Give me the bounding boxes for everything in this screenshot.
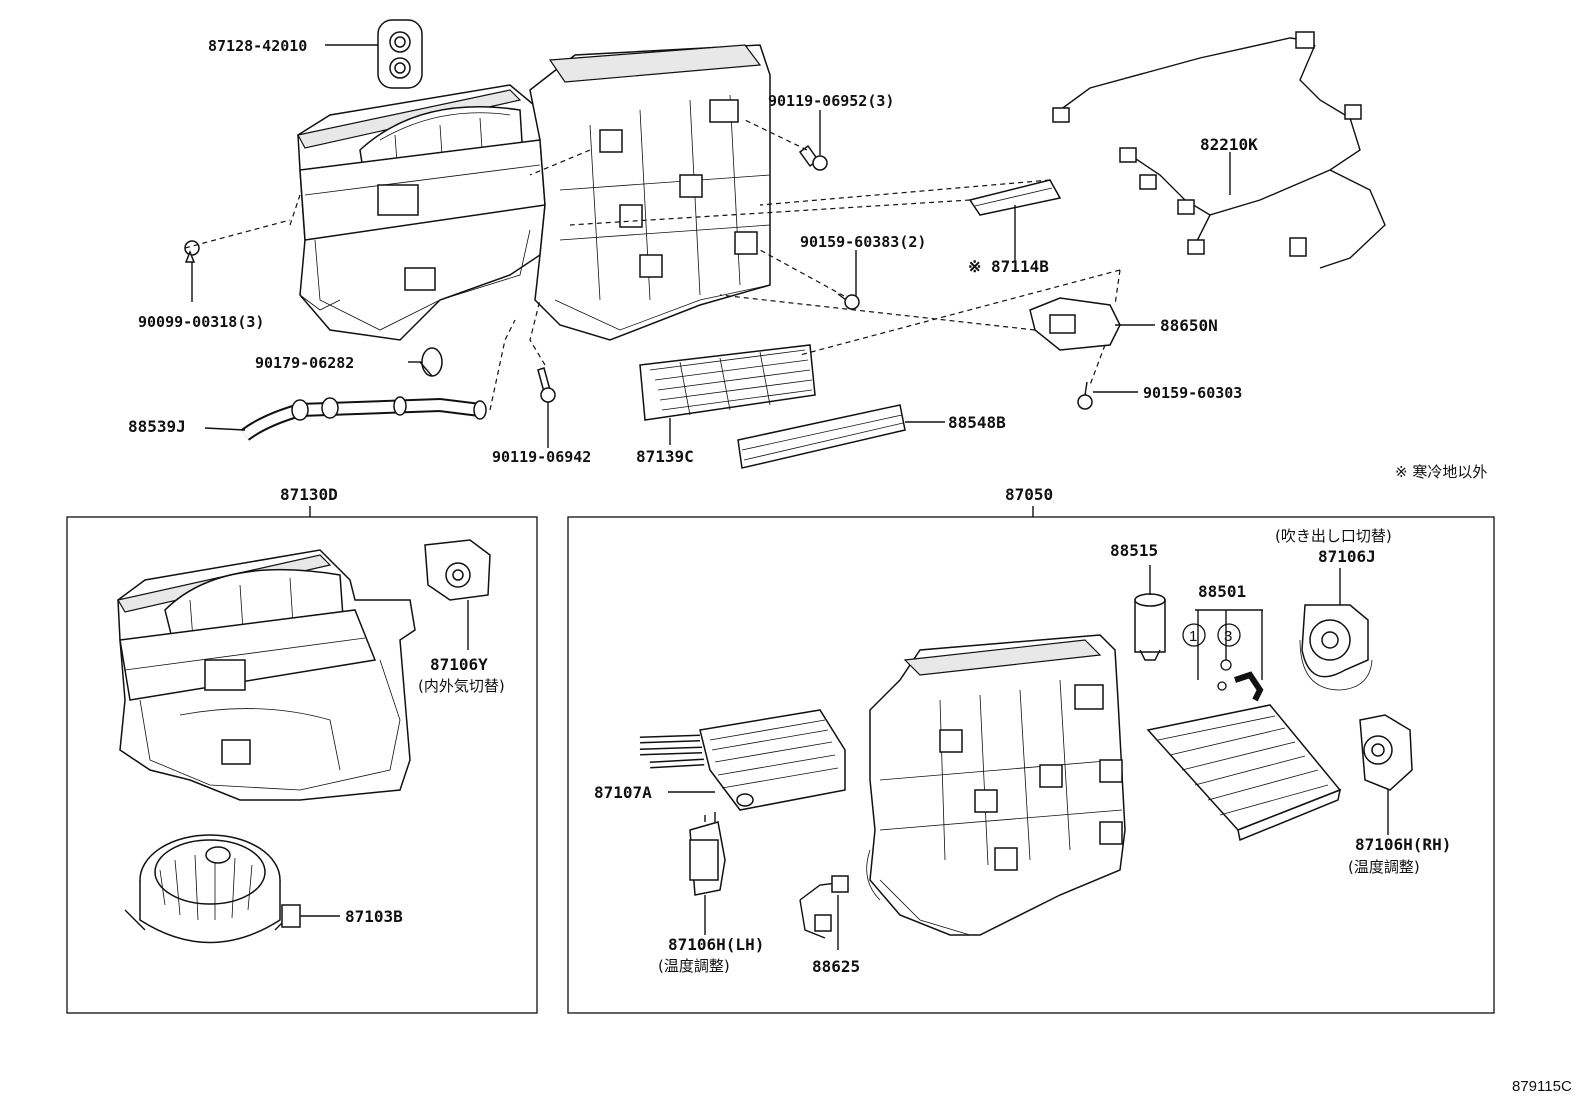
hose-88539J-part[interactable] <box>240 396 487 441</box>
sensor-88625-drawing[interactable] <box>799 875 849 939</box>
label-87130D: 87130D <box>280 485 338 504</box>
note-87106J: (吹き出し口切替) <box>1275 527 1392 545</box>
label-87114B: ※ 87114B <box>968 257 1049 276</box>
screw-90159-60383-part[interactable] <box>837 293 860 310</box>
note-87106H-RH: (温度調整) <box>1348 858 1420 876</box>
seal-87114B-part[interactable] <box>968 179 1062 216</box>
label-87106H-LH: 87106H(LH) <box>668 935 764 954</box>
circle-ref-3-text: 3 <box>1224 628 1232 645</box>
blower-motor-87103B-drawing[interactable] <box>124 834 301 944</box>
label-87139C: 87139C <box>636 447 694 466</box>
label-88650N: 88650N <box>1160 316 1218 335</box>
label-87107A: 87107A <box>594 783 652 802</box>
label-87106Y: 87106Y <box>430 655 488 674</box>
label-90099-00318: 90099-00318(3) <box>138 313 264 331</box>
figure-code: 879115C <box>1512 1078 1572 1095</box>
wire-harness-part[interactable] <box>1052 31 1386 269</box>
clip-90179-part[interactable] <box>421 347 443 377</box>
screw-90159-60303-part[interactable] <box>1077 381 1093 410</box>
circle-ref-3 <box>1217 623 1241 647</box>
blower-housing-top-drawing[interactable] <box>297 84 546 341</box>
note-87106H-LH: (温度調整) <box>658 957 730 975</box>
label-90119-06942: 90119-06942 <box>492 448 591 466</box>
heater-case-top-drawing[interactable] <box>529 44 771 341</box>
label-87106H-RH: 87106H(RH) <box>1355 835 1451 854</box>
circle-ref-1-text: 1 <box>1189 628 1197 645</box>
actuator-87106J-drawing[interactable] <box>1299 604 1373 691</box>
label-88539J: 88539J <box>128 417 186 436</box>
label-88548B: 88548B <box>948 413 1006 432</box>
actuator-87106Y-drawing[interactable] <box>424 539 491 601</box>
label-90159-60303: 90159-60303 <box>1143 384 1242 402</box>
assembly-box-87130D <box>66 516 538 1014</box>
label-90119-06952: 90119-06952(3) <box>768 92 894 110</box>
label-87128-42010: 87128-42010 <box>208 37 307 55</box>
label-90179-06282: 90179-06282 <box>255 354 354 372</box>
note-87106Y: (内外気切替) <box>418 677 505 695</box>
label-82210K: 82210K <box>1200 135 1258 154</box>
grommet-part[interactable] <box>377 19 423 89</box>
label-88625: 88625 <box>812 957 860 976</box>
circle-ref-1 <box>1182 623 1206 647</box>
note-cold-region: ※ 寒冷地以外 <box>1395 463 1487 481</box>
actuator-87106H-LH-drawing[interactable] <box>689 812 726 896</box>
assembly-box-87050 <box>567 516 1495 1014</box>
label-88501: 88501 <box>1198 582 1246 601</box>
actuator-87106H-RH-drawing[interactable] <box>1359 714 1413 791</box>
label-87050: 87050 <box>1005 485 1053 504</box>
heater-case-87050-drawing[interactable] <box>866 634 1126 936</box>
bolt-90119-06952-part[interactable] <box>798 144 828 171</box>
blower-unit-87130D-drawing[interactable] <box>117 549 416 801</box>
label-87106J: 87106J <box>1318 547 1376 566</box>
label-87103B: 87103B <box>345 907 403 926</box>
evaporator-drawing[interactable] <box>1146 671 1342 842</box>
bolt-90119-06942-part[interactable] <box>537 367 556 403</box>
heater-core-87107A-drawing[interactable] <box>639 709 846 811</box>
filter-87139C-part[interactable] <box>639 344 816 421</box>
expansion-valve-88515-drawing[interactable] <box>1134 593 1166 661</box>
label-90159-60383: 90159-60383(2) <box>800 233 926 251</box>
bracket-88650N-part[interactable] <box>1029 297 1121 351</box>
screw-90099-part[interactable] <box>184 240 200 263</box>
filter-88548B-part[interactable] <box>737 404 906 469</box>
label-88515: 88515 <box>1110 541 1158 560</box>
